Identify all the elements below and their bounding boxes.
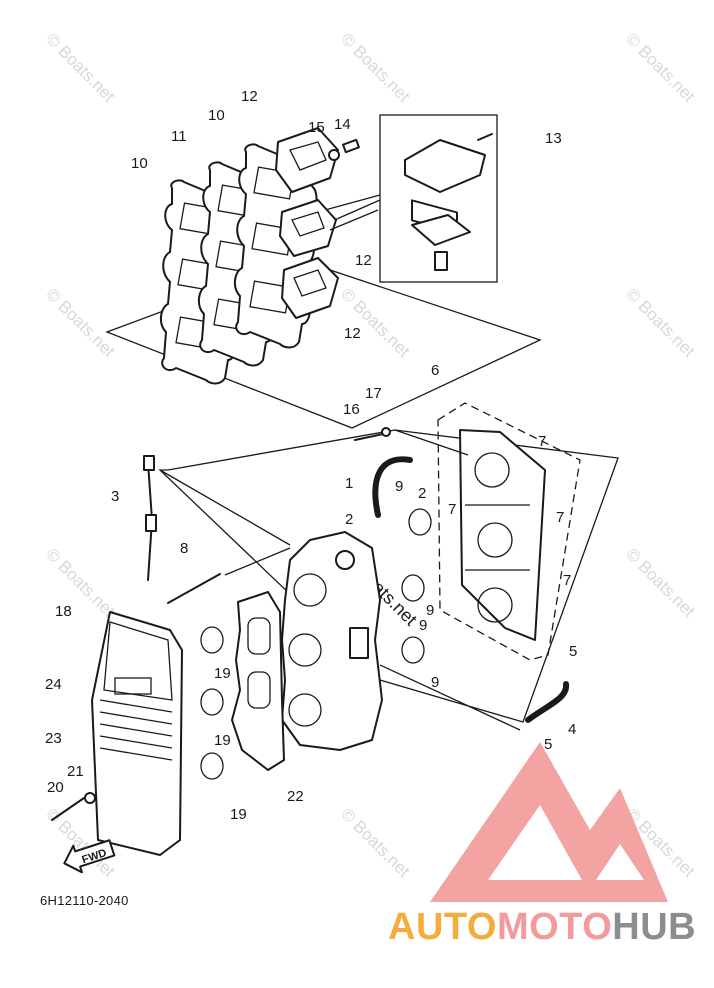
- callout-17: 17: [365, 385, 382, 402]
- callout-labels: 1 2 2 3 4 5 5 6 7 7 7 7 8 9 9 9 9 10 10 …: [45, 88, 577, 823]
- watermark: © Boats.net: [337, 284, 414, 361]
- callout-19: 19: [230, 806, 247, 823]
- callout-7: 7: [556, 509, 564, 526]
- watermark: © Boats.net: [337, 29, 414, 106]
- brand-wordmark: AUTOMOTOHUB: [388, 906, 696, 949]
- callout-11: 11: [171, 128, 187, 145]
- o-ring: [401, 574, 425, 602]
- hose-4: [525, 681, 570, 723]
- gasket-hole: [247, 671, 271, 709]
- leader-lines: [159, 209, 521, 731]
- carburetor-dashed-box: [437, 402, 581, 661]
- watermark: © Boats.net: [622, 544, 699, 621]
- manifold-gasket: [231, 591, 285, 771]
- callout-13: 13: [545, 130, 562, 147]
- callout-9: 9: [419, 617, 427, 634]
- watermark: © Boats.net: [622, 29, 699, 106]
- callout-23: 23: [45, 730, 62, 747]
- watermark: © Boats.net: [42, 284, 119, 361]
- intake-silencer: [51, 611, 183, 856]
- callout-16: 16: [343, 401, 360, 418]
- brand-part-hub: HUB: [612, 906, 697, 948]
- hose-1: [372, 456, 413, 518]
- linkage-clip: [145, 514, 157, 532]
- callout-15: 15: [308, 119, 325, 136]
- watermark: © Boats.net: [42, 29, 119, 106]
- watermark: © Boats.net: [622, 284, 699, 361]
- callout-8: 8: [180, 540, 188, 557]
- callout-14: 14: [334, 116, 351, 133]
- callout-7: 7: [538, 433, 546, 450]
- callout-4: 4: [568, 721, 576, 738]
- callout-9: 9: [395, 478, 403, 495]
- reed-valve-inset: [324, 133, 493, 271]
- o-ring: [408, 508, 432, 536]
- callout-22: 22: [287, 788, 304, 805]
- callout-18: 18: [55, 603, 72, 620]
- reed-valves: [275, 127, 360, 319]
- washer-17: [381, 427, 391, 437]
- callout-21: 21: [67, 763, 84, 780]
- brand-part-auto: AUTO: [388, 906, 497, 948]
- callout-19: 19: [214, 732, 231, 749]
- brand-part-moto: MOTO: [496, 906, 613, 948]
- gasket-hole: [247, 617, 271, 655]
- o-ring: [200, 752, 224, 780]
- callout-10: 10: [131, 155, 148, 172]
- callout-24: 24: [45, 676, 62, 693]
- intake-manifold: [281, 531, 383, 751]
- o-ring: [200, 626, 224, 654]
- callout-2: 2: [345, 511, 353, 528]
- callout-5: 5: [569, 643, 577, 660]
- brand-logo: [430, 742, 668, 902]
- o-ring: [200, 688, 224, 716]
- callout-9: 9: [431, 674, 439, 691]
- watermark: © Boats.net: [337, 804, 414, 881]
- bolt-8: [167, 573, 221, 604]
- carburetor-body: [459, 429, 546, 641]
- callout-5: 5: [544, 736, 552, 753]
- reed-valve-inset-box: [379, 114, 498, 283]
- callout-3: 3: [111, 488, 119, 505]
- callout-7: 7: [563, 572, 571, 589]
- watermark: © Boats.net: [42, 544, 119, 621]
- callout-7: 7: [448, 501, 456, 518]
- callout-10: 10: [208, 107, 225, 124]
- callout-12: 12: [344, 325, 361, 342]
- callout-6: 6: [431, 362, 439, 379]
- callout-9: 9: [426, 602, 434, 619]
- callout-12: 12: [241, 88, 258, 105]
- callout-12: 12: [355, 252, 372, 269]
- callout-2: 2: [418, 485, 426, 502]
- linkage-end: [143, 455, 155, 471]
- callout-19: 19: [214, 665, 231, 682]
- callout-1: 1: [345, 475, 353, 492]
- part-code: 6H12110-2040: [40, 893, 129, 908]
- callout-20: 20: [47, 779, 64, 796]
- o-ring: [401, 636, 425, 664]
